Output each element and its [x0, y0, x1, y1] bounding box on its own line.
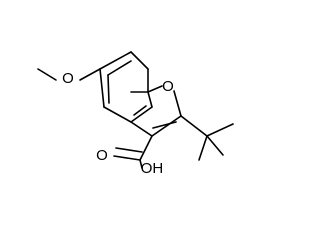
- bond-furan-1: [147, 85, 163, 93]
- bond-benzene-3: [130, 106, 153, 123]
- methoxy-oxygen-label: O: [62, 70, 74, 87]
- bond-acid-1: [139, 135, 153, 161]
- structure-drawing: O O O OH: [37, 51, 234, 177]
- bond-benzene-7: [130, 51, 149, 70]
- bond-acid-3: [115, 147, 143, 153]
- bond-tbutyl-1: [180, 115, 208, 137]
- bond-benzene-inner-3: [133, 105, 147, 116]
- bond-methoxy-ring: [79, 68, 101, 81]
- bond-furan-4: [130, 121, 153, 137]
- bond-benzene-6: [99, 51, 132, 70]
- bond-tbutyl-2: [206, 123, 234, 137]
- bond-tbutyl-3: [206, 135, 224, 156]
- bond-acid-4: [139, 159, 143, 169]
- bond-benzene-inner-2: [107, 74, 110, 104]
- bond-benzene-inner-1: [107, 60, 132, 76]
- bond-furan-double: [152, 121, 177, 129]
- bond-tbutyl-4: [198, 135, 208, 161]
- bond-methoxy-methyl: [37, 68, 57, 81]
- hydroxyl-label: OH: [141, 160, 164, 177]
- acid-oxygen-label: O: [96, 147, 108, 164]
- ring-oxygen-label: O: [162, 78, 174, 95]
- bond-furan-3: [151, 115, 182, 137]
- bond-benzene-2: [147, 91, 153, 108]
- bond-furan-2: [173, 90, 182, 117]
- bond-benzene-5: [99, 68, 105, 108]
- bond-benzene-4: [103, 106, 132, 123]
- bond-acid-2: [113, 155, 141, 161]
